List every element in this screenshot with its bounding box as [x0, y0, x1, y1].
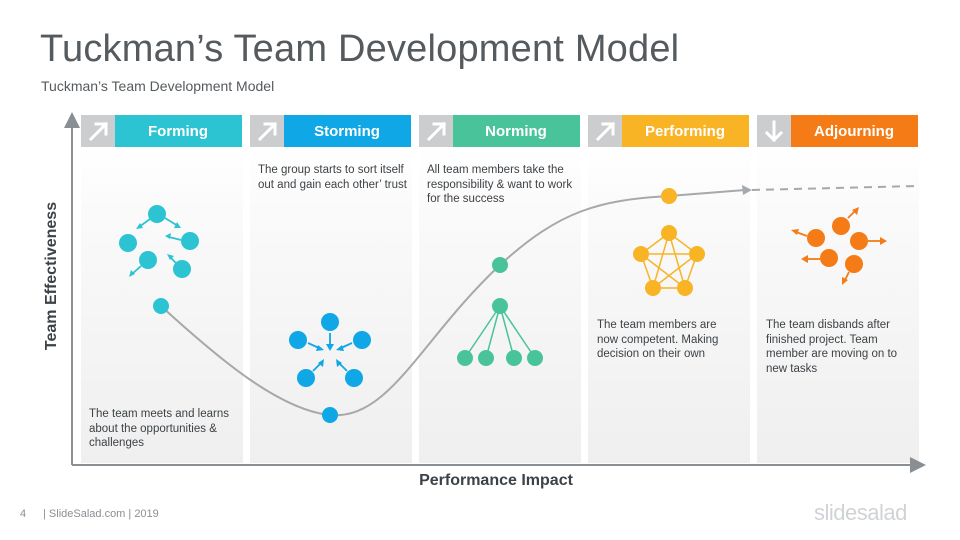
header-label-box	[791, 115, 918, 147]
header-label: Adjourning	[814, 123, 894, 140]
curve-point-performing	[661, 188, 677, 204]
adjourning-icon	[791, 207, 887, 285]
stage-headers: Forming Storming Norming Performing	[81, 115, 918, 147]
header-label: Forming	[148, 123, 208, 140]
page-number: 4	[20, 508, 27, 520]
storming-icon	[289, 313, 371, 387]
header-label-box	[115, 115, 242, 147]
header-label: Performing	[645, 123, 725, 140]
performing-icon	[633, 225, 705, 296]
adjourning-description: The team disbands after finished project…	[766, 319, 898, 375]
header-label-box	[284, 115, 411, 147]
header-norming: Norming	[419, 115, 580, 147]
arrow-up-right-icon	[426, 121, 447, 142]
y-axis-label: Team Effectiveness	[43, 201, 60, 351]
page-title: Tuckman’s Team Development Model	[40, 28, 680, 70]
column-adjourning	[757, 148, 919, 463]
curve-point-storming	[322, 407, 338, 423]
arrow-down-icon	[764, 120, 784, 143]
header-forming: Forming	[81, 115, 242, 147]
header-label-box	[622, 115, 749, 147]
header-storming: Storming	[250, 115, 411, 147]
norming-description: All team members take the responsibility…	[427, 164, 573, 205]
footer-text: | SlideSalad.com | 2019	[43, 508, 159, 520]
stage-columns	[81, 148, 919, 463]
curve-arrow-head	[742, 185, 752, 195]
header-adjourning: Adjourning	[757, 115, 918, 147]
performing-description: The team members are now competent. Maki…	[597, 319, 719, 360]
header-label-box	[453, 115, 580, 147]
curve-point-forming	[153, 298, 169, 314]
arrow-up-right-icon	[595, 121, 616, 142]
norming-icon	[457, 298, 543, 366]
forming-description: The team meets and learns about the oppo…	[89, 408, 229, 449]
forming-icon	[119, 205, 199, 278]
page-subtitle: Tuckman’s Team Development Model	[41, 78, 275, 94]
arrow-up-right-icon	[257, 121, 278, 142]
header-label: Norming	[485, 123, 547, 140]
header-label: Storming	[314, 123, 380, 140]
header-performing: Performing	[588, 115, 749, 147]
curve-point-norming	[492, 257, 508, 273]
effectiveness-curve	[160, 189, 746, 417]
arrow-up-right-icon	[88, 121, 109, 142]
x-axis-label: Performance Impact	[419, 472, 573, 489]
slidesalad-logo: slidesalad	[814, 500, 907, 525]
storming-description: The group starts to sort itself out and …	[258, 164, 407, 191]
